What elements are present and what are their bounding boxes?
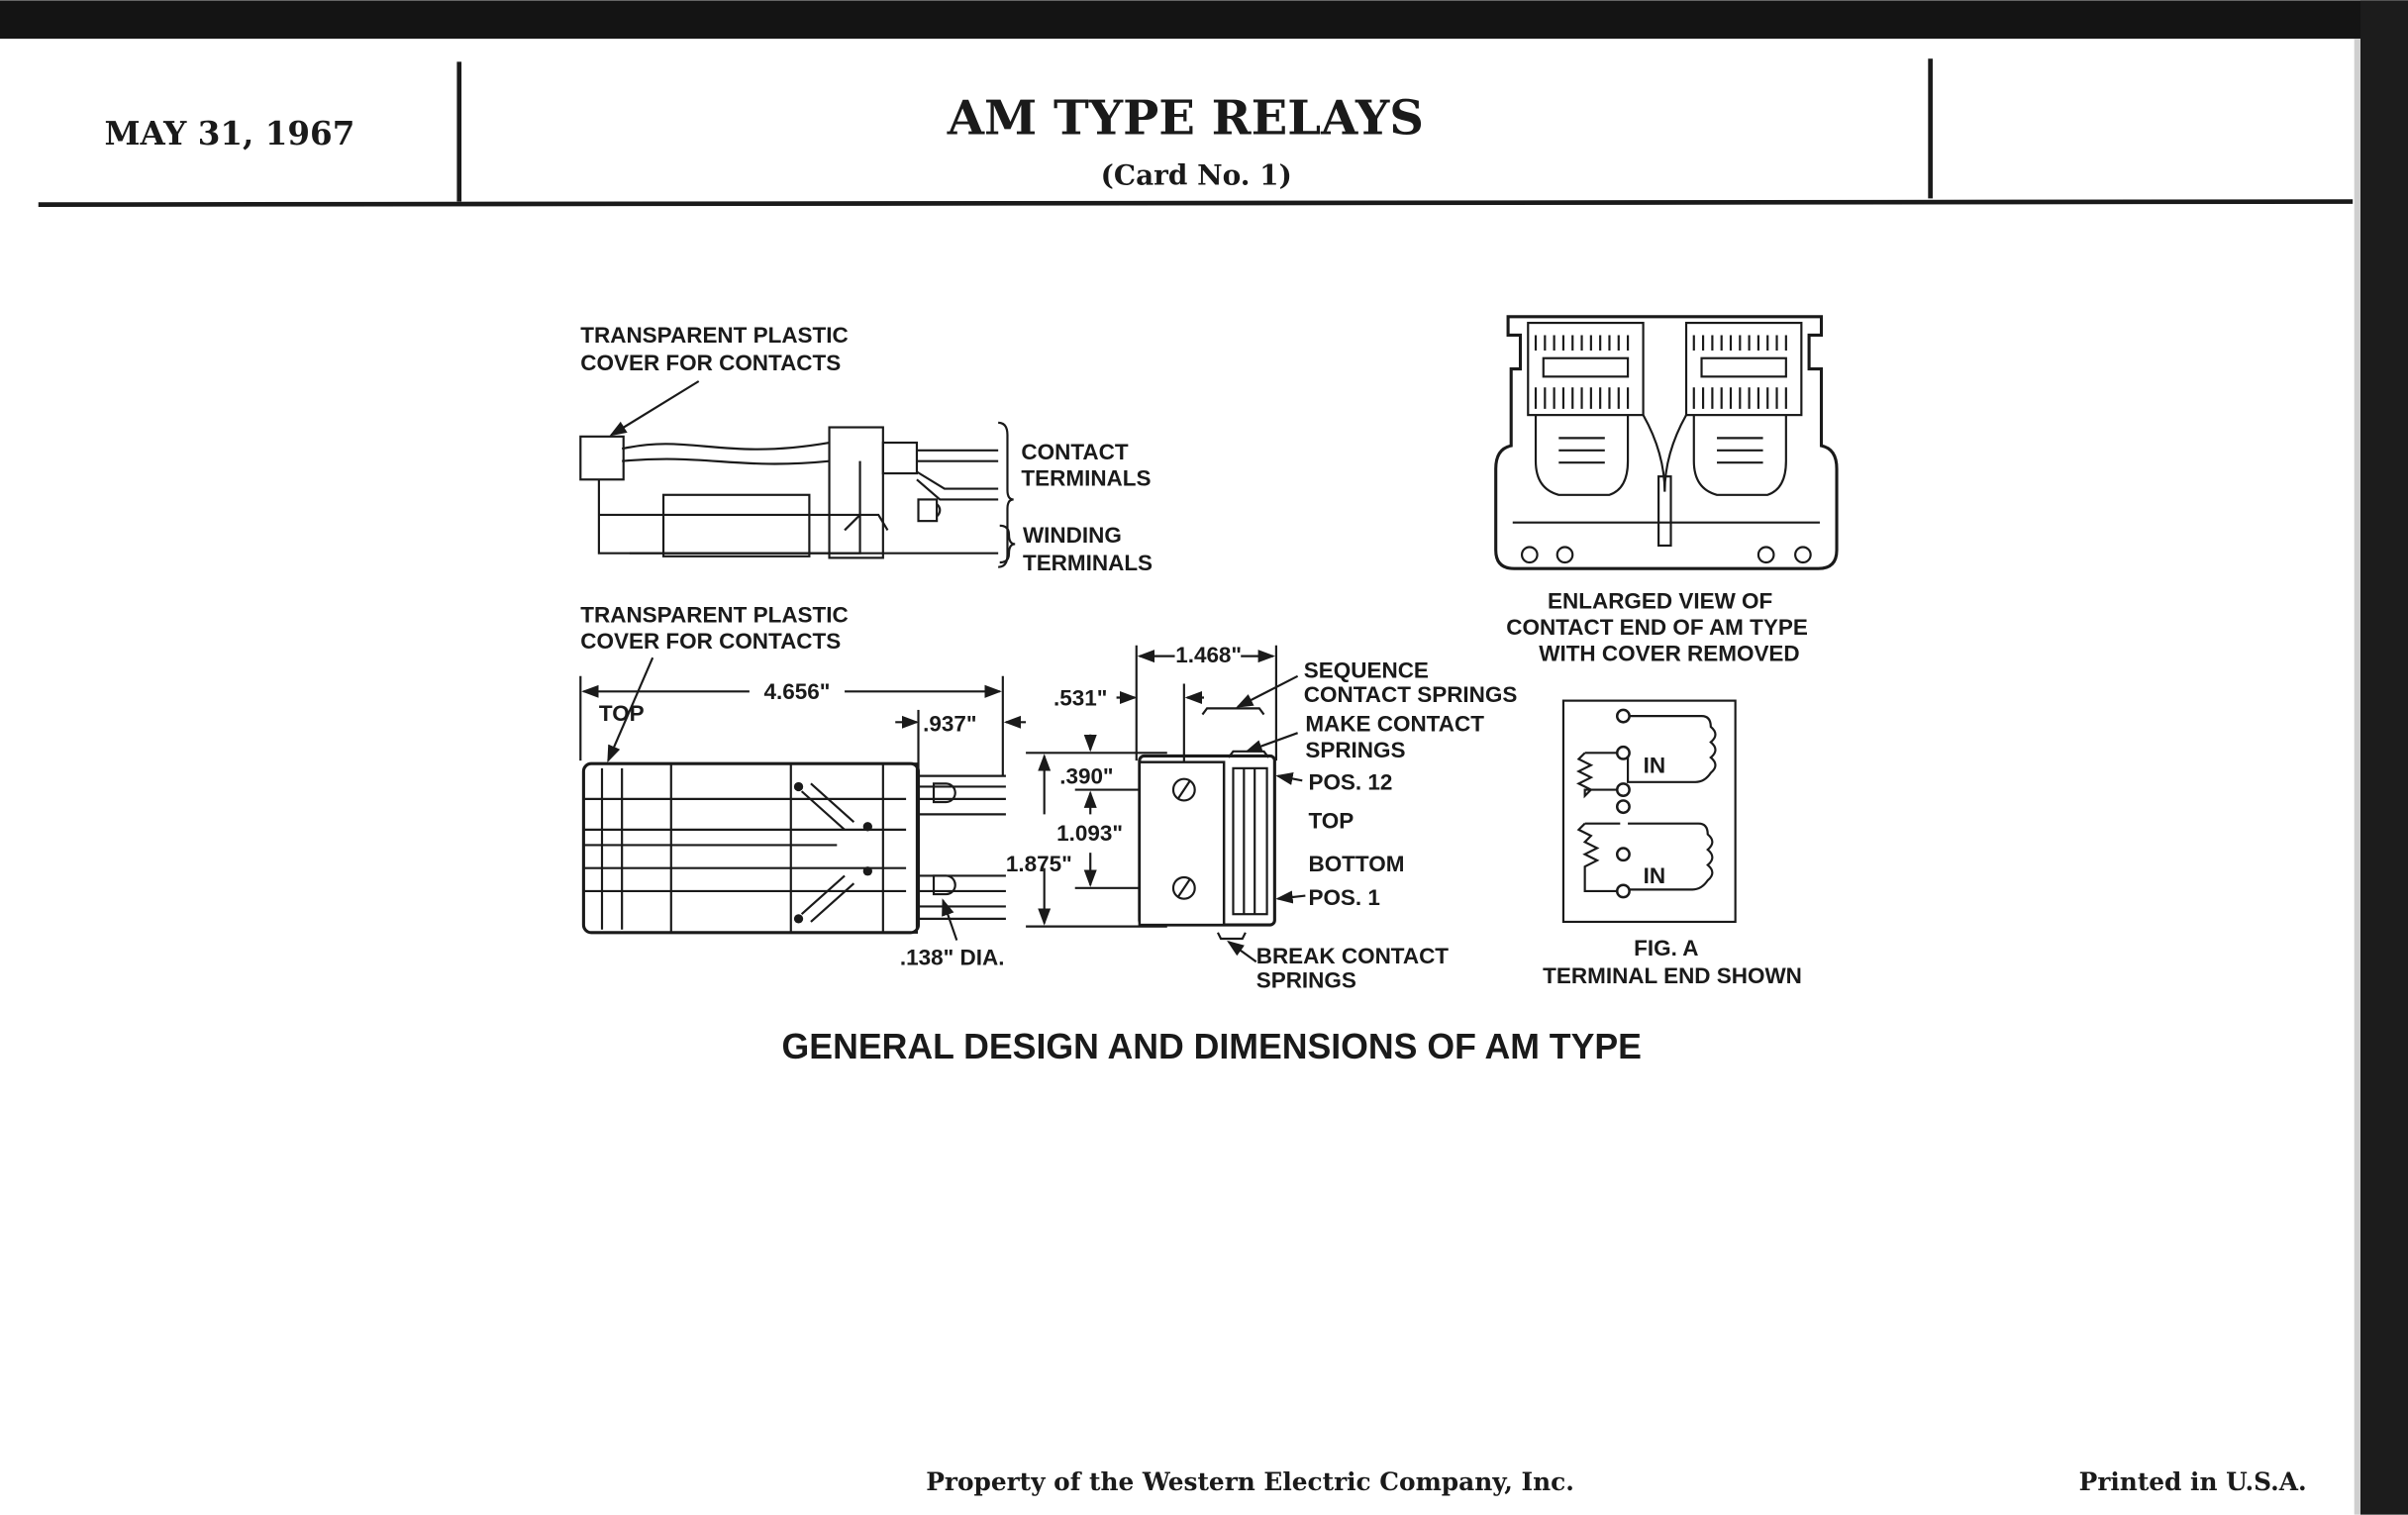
card-date: MAY 31, 1967 [104, 114, 354, 152]
side-cover-label-1: TRANSPARENT PLASTIC [580, 323, 848, 348]
sequence-springs-label-2: CONTACT SPRINGS [1304, 682, 1518, 707]
top-view-drawing: TRANSPARENT PLASTIC COVER FOR CONTACTS 4… [579, 603, 1027, 969]
figure-caption: GENERAL DESIGN AND DIMENSIONS OF AM TYPE [782, 1027, 1642, 1066]
winding-terminals-label-2: TERMINALS [1023, 551, 1153, 575]
fig-a-in-lower: IN [1644, 863, 1665, 888]
pos12-label: POS. 12 [1308, 770, 1392, 795]
height-dimension: 1.875" [1006, 852, 1072, 876]
top-cover-label-2: COVER FOR CONTACTS [580, 629, 841, 654]
footer-printed: Printed in U.S.A. [2079, 1467, 2307, 1496]
top-cover-label-1: TRANSPARENT PLASTIC [580, 603, 848, 628]
terminal-length-dimension: .937" [923, 712, 976, 737]
make-springs-label-1: MAKE CONTACT [1305, 712, 1484, 737]
width-dimension: 1.468" [1175, 643, 1242, 667]
sequence-springs-label-1: SEQUENCE [1304, 657, 1429, 682]
break-springs-label-1: BREAK CONTACT [1256, 944, 1450, 968]
end-view-drawing: 1.468" .531" 1.875" .390" 1.093" SEQUENC… [1006, 643, 1517, 993]
screw-spacing-dimension: 1.093" [1056, 821, 1123, 846]
scan-right-border [2359, 0, 2408, 1515]
fig-a-in-upper: IN [1644, 754, 1665, 778]
contact-terminals-label-1: CONTACT [1021, 440, 1128, 464]
enlarged-caption-3: WITH COVER REMOVED [1539, 641, 1799, 665]
screw-dia-dimension: .138" DIA. [900, 945, 1005, 969]
side-view-drawing: TRANSPARENT PLASTIC COVER FOR CONTACTS C… [579, 323, 1153, 575]
card-subtitle: (Card No. 1) [1101, 158, 1292, 191]
footer-property: Property of the Western Electric Company… [926, 1467, 1574, 1496]
make-springs-label-2: SPRINGS [1305, 738, 1405, 762]
header-rule [38, 199, 2354, 207]
scan-top-border [0, 0, 2408, 40]
fig-a-schematic: IN IN FIG. A TERMINAL END SHOWN [1543, 699, 1802, 988]
pos1-label: POS. 1 [1308, 885, 1379, 910]
fig-a-caption-1: FIG. A [1634, 936, 1698, 960]
top-side-label: TOP [1308, 808, 1354, 833]
top-label: TOP [599, 701, 645, 726]
card-title: AM TYPE RELAYS [947, 90, 1424, 146]
top-offset-dimension: .390" [1059, 763, 1113, 788]
fig-a-caption-2: TERMINAL END SHOWN [1543, 963, 1802, 988]
side-cover-label-2: COVER FOR CONTACTS [580, 351, 841, 375]
enlarged-contact-end-drawing: ENLARGED VIEW OF CONTACT END OF AM TYPE … [1494, 315, 1839, 665]
offset-dimension: .531" [1054, 685, 1107, 710]
bottom-side-label: BOTTOM [1308, 852, 1404, 876]
winding-terminals-label-1: WINDING [1023, 523, 1122, 548]
break-springs-label-2: SPRINGS [1256, 968, 1356, 993]
card-header: MAY 31, 1967 AM TYPE RELAYS (Card No. 1) [38, 58, 2354, 207]
enlarged-caption-1: ENLARGED VIEW OF [1548, 589, 1772, 614]
contact-terminals-label-2: TERMINALS [1021, 465, 1151, 490]
enlarged-caption-2: CONTACT END OF AM TYPE [1506, 615, 1808, 640]
length-dimension: 4.656" [764, 679, 831, 704]
